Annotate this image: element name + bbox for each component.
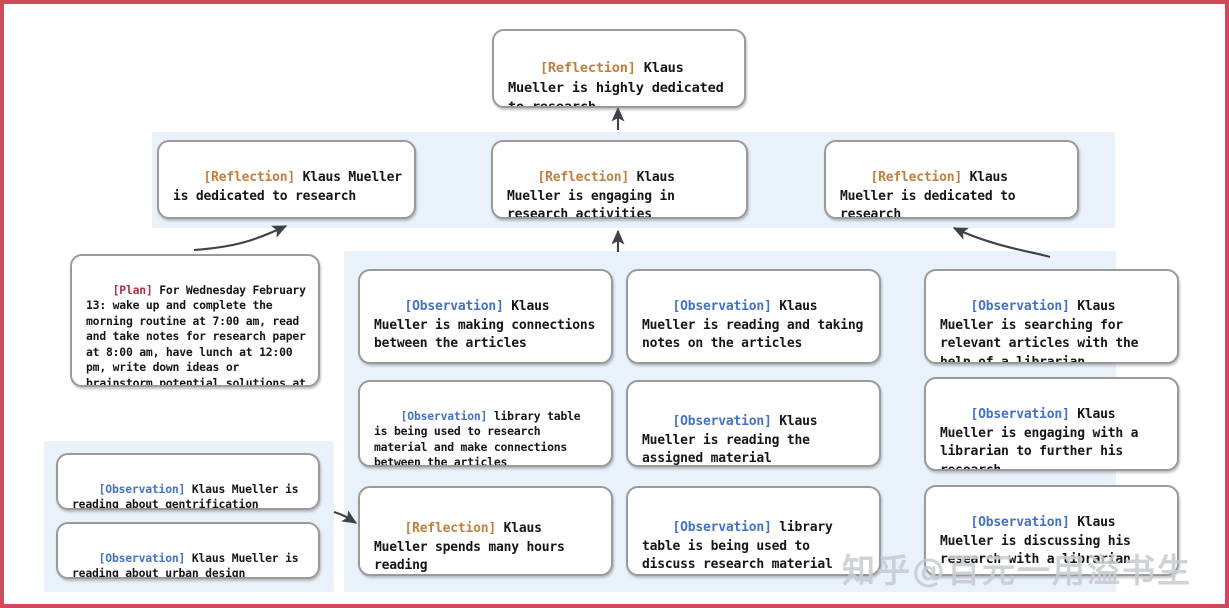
tag-reflection: [Reflection] xyxy=(203,170,296,186)
node-col4-searching-articles[interactable]: [Observation] Klaus Mueller is searching… xyxy=(924,269,1179,364)
node-col2-spends-many-hours[interactable]: [Reflection] Klaus Mueller spends many h… xyxy=(358,486,613,576)
node-plan-text: For Wednesday February 13: wake up and c… xyxy=(86,282,306,387)
node-col2-spends-many-hours-text: Klaus Mueller spends many hours reading xyxy=(374,521,573,574)
node-observation-gentrification-text: Klaus Mueller is reading about gentrific… xyxy=(72,481,306,510)
tag-observation: [Observation] xyxy=(672,299,772,315)
node-reflection-left[interactable]: [Reflection] Klaus Mueller is dedicated … xyxy=(157,140,416,219)
node-col3-discuss-research-material-text: library table is being used to discuss r… xyxy=(642,520,841,573)
node-reflection-center-text: Klaus Mueller is engaging in research ac… xyxy=(507,170,683,219)
node-col2-making-connections[interactable]: [Observation] Klaus Mueller is making co… xyxy=(358,269,613,364)
node-col4-discussing-research-text: Klaus Mueller is discussing his research… xyxy=(940,515,1139,568)
tag-observation: [Observation] xyxy=(970,515,1070,531)
tag-observation: [Observation] xyxy=(400,408,488,423)
node-col4-searching-articles-text: Klaus Mueller is searching for relevant … xyxy=(940,299,1146,364)
tag-reflection: [Reflection] xyxy=(537,170,630,186)
tag-observation: [Observation] xyxy=(404,299,504,315)
node-col3-assigned-material-text: Klaus Mueller is reading the assigned ma… xyxy=(642,414,826,467)
node-col2-library-table[interactable]: [Observation] library table is being use… xyxy=(358,380,613,467)
node-col3-assigned-material[interactable]: [Observation] Klaus Mueller is reading t… xyxy=(626,380,881,467)
tag-observation: [Observation] xyxy=(970,407,1070,423)
node-observation-urban-design[interactable]: [Observation] Klaus Mueller is reading a… xyxy=(56,522,320,579)
arrow-plan-to-left-reflection xyxy=(193,225,288,252)
node-col4-engaging-librarian[interactable]: [Observation] Klaus Mueller is engaging … xyxy=(924,377,1179,471)
tag-reflection: [Reflection] xyxy=(870,170,963,186)
node-reflection-right[interactable]: [Reflection] Klaus Mueller is dedicated … xyxy=(824,140,1079,219)
node-col4-discussing-research[interactable]: [Observation] Klaus Mueller is discussin… xyxy=(924,485,1179,576)
tag-reflection: [Reflection] xyxy=(539,60,636,77)
tag-observation: [Observation] xyxy=(672,520,772,536)
node-col3-discuss-research-material[interactable]: [Observation] library table is being use… xyxy=(626,486,881,576)
tag-reflection: [Reflection] xyxy=(404,521,497,537)
tag-observation: [Observation] xyxy=(970,299,1070,315)
tag-observation: [Observation] xyxy=(98,481,186,496)
watermark-zhihu: 知乎 xyxy=(842,551,912,590)
node-col3-reading-taking-notes-text: Klaus Mueller is reading and taking note… xyxy=(642,299,871,352)
node-root-reflection-text: Klaus Mueller is highly dedicated to res… xyxy=(508,60,732,108)
tag-observation: [Observation] xyxy=(98,550,186,565)
node-col2-library-table-text: library table is being used to research … xyxy=(374,408,588,467)
node-col2-making-connections-text: Klaus Mueller is making connections betw… xyxy=(374,299,603,352)
node-reflection-right-text: Klaus Mueller is dedicated to research xyxy=(840,170,1024,219)
watermark-author: @百元一用溢书生 xyxy=(912,551,1192,590)
node-observation-urban-design-text: Klaus Mueller is reading about urban des… xyxy=(72,550,306,579)
tag-observation: [Observation] xyxy=(672,414,772,430)
node-root-reflection[interactable]: [Reflection] Klaus Mueller is highly ded… xyxy=(492,29,746,108)
node-reflection-center[interactable]: [Reflection] Klaus Mueller is engaging i… xyxy=(491,140,748,219)
node-col4-engaging-librarian-text: Klaus Mueller is engaging with a librari… xyxy=(940,407,1146,471)
node-col3-reading-taking-notes[interactable]: [Observation] Klaus Mueller is reading a… xyxy=(626,269,881,364)
node-plan[interactable]: [Plan] For Wednesday February 13: wake u… xyxy=(70,254,320,387)
tag-plan: [Plan] xyxy=(112,282,153,297)
node-observation-gentrification[interactable]: [Observation] Klaus Mueller is reading a… xyxy=(56,453,320,510)
node-reflection-left-text: Klaus Mueller is dedicated to research xyxy=(173,170,410,204)
